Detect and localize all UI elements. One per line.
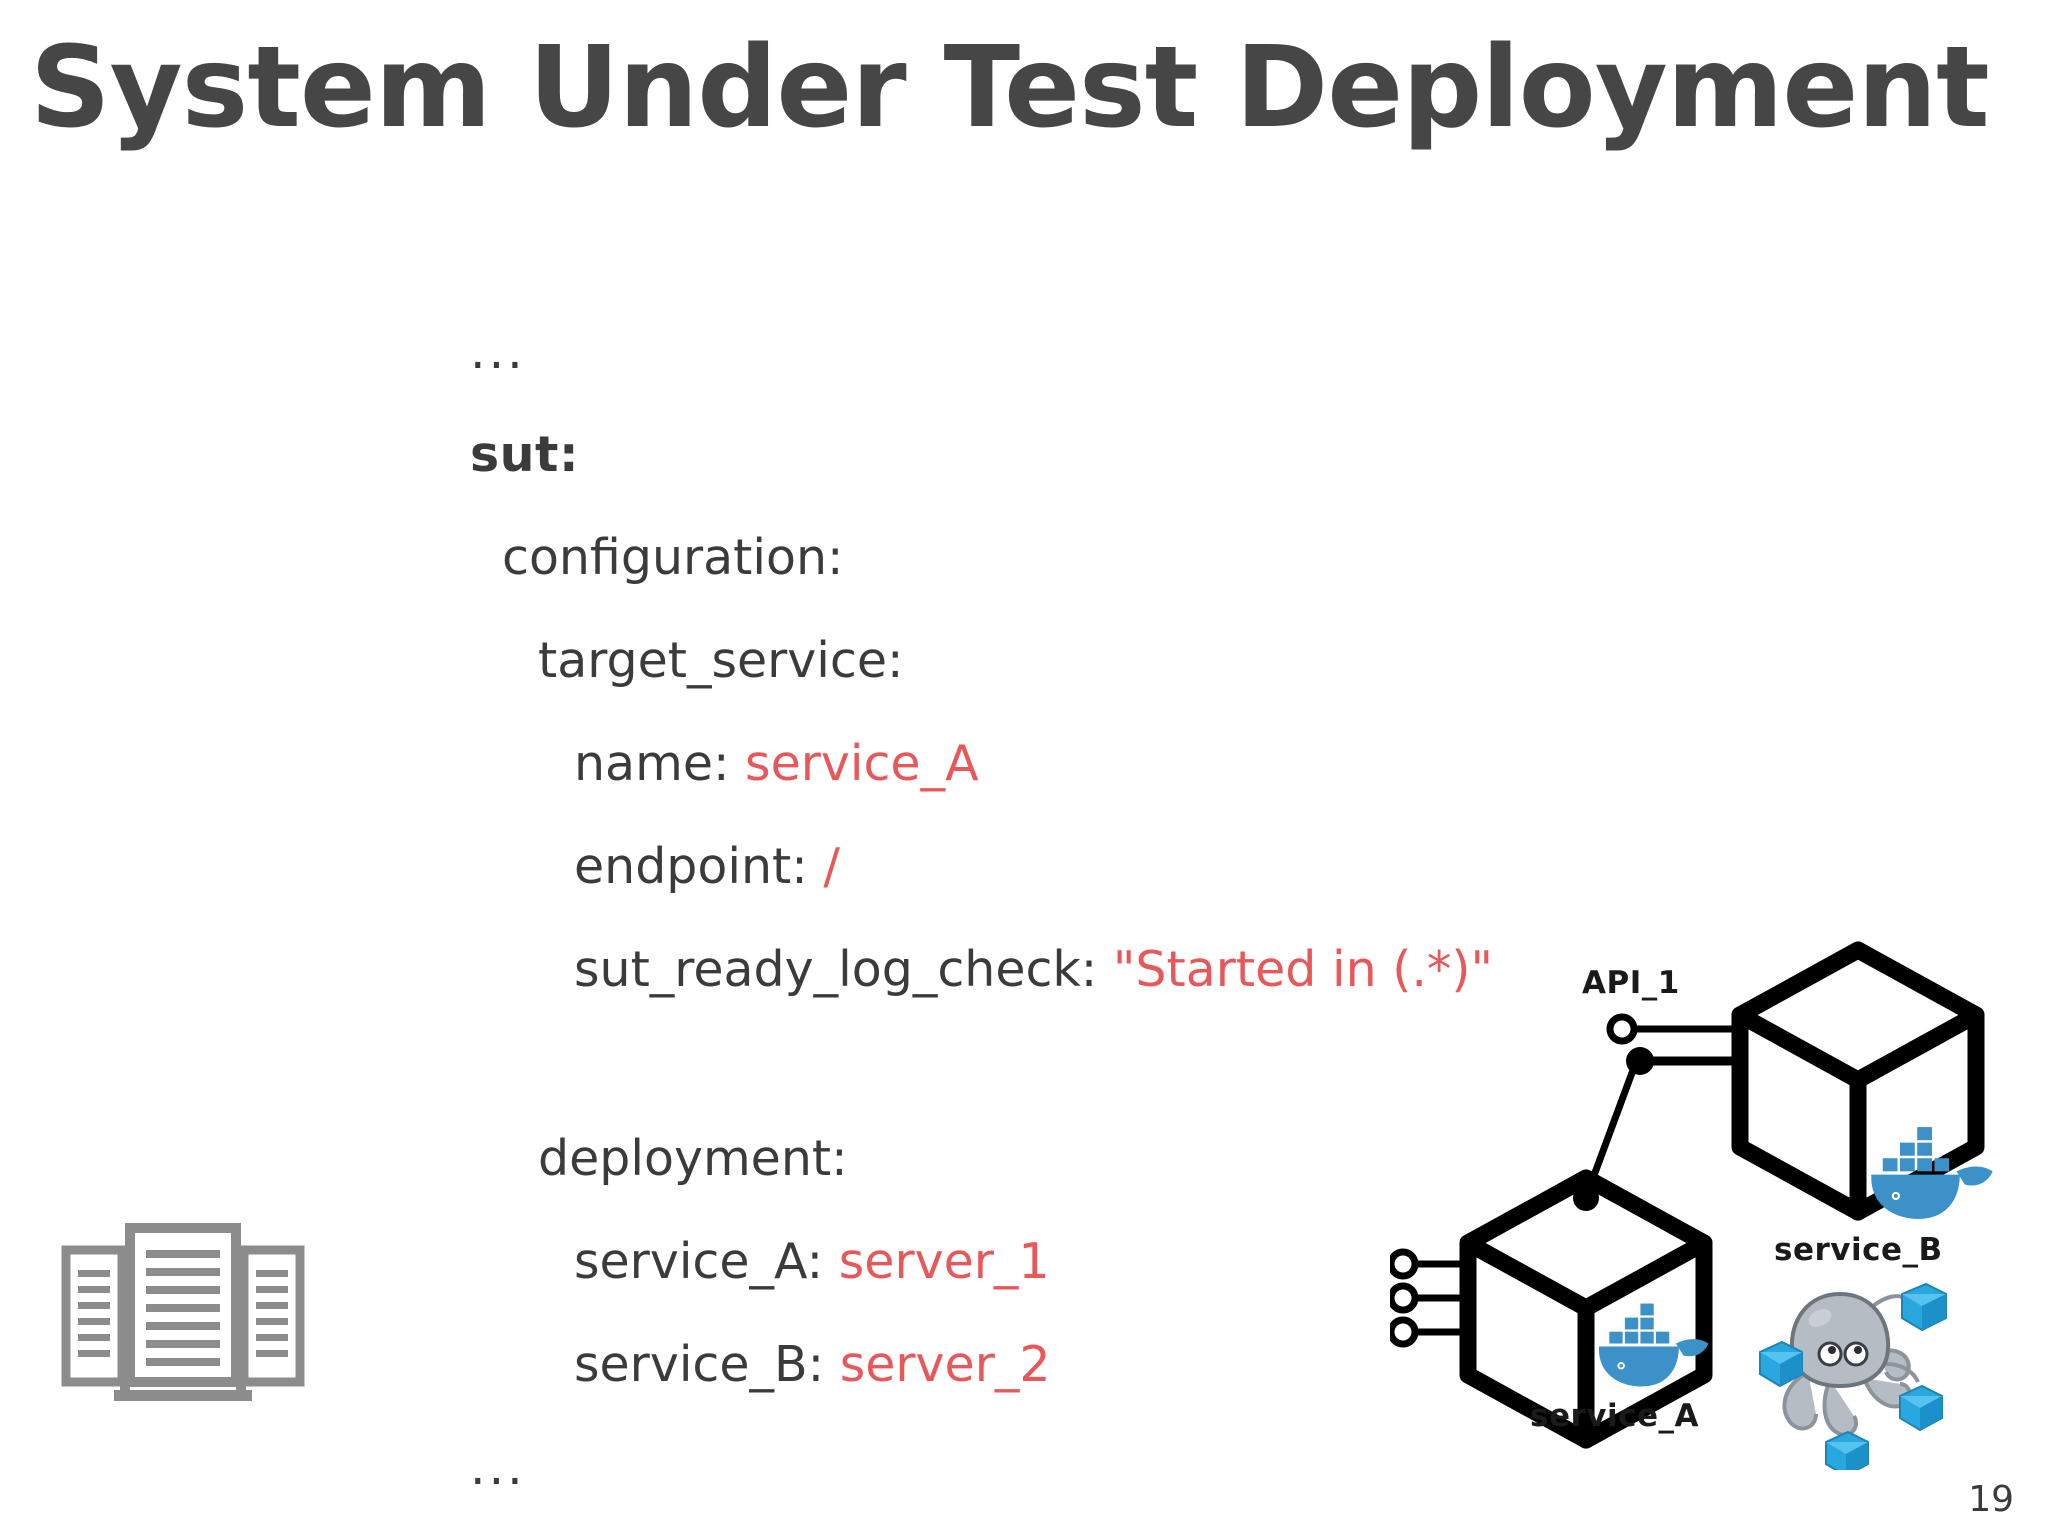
yaml-key: configuration: <box>502 529 844 586</box>
yaml-leading-ellipsis: ... <box>470 323 526 380</box>
yaml-key: sut: <box>470 426 580 483</box>
deployment-diagram: API_1 service_B service_A <box>1387 910 2048 1478</box>
diagram-label-service-a: service_A <box>1530 1398 1699 1434</box>
yaml-line-sut: sut: <box>470 403 1770 506</box>
yaml-line-endpoint: endpoint: / <box>470 815 1770 918</box>
yaml-line-deployment: deployment: <box>470 1107 1770 1210</box>
cube-wireframe-service-b <box>1731 941 1985 1221</box>
page-number: 19 <box>1968 1479 2014 1520</box>
yaml-line-configuration: configuration: <box>470 506 1770 609</box>
hollow-port-icon <box>1606 1013 1638 1045</box>
yaml-line-sut-ready-log-check: sut_ready_log_check: "Started in (.*)" <box>470 918 1770 1021</box>
hollow-port-icon <box>1387 1282 1419 1314</box>
yaml-line-name: name: service_A <box>470 712 1770 815</box>
service-a-port-group <box>1387 1248 1474 1348</box>
diagram-label-api-1: API_1 <box>1582 965 1680 1001</box>
yaml-key: deployment: <box>538 1130 848 1187</box>
docker-whale-icon <box>1871 1127 1993 1219</box>
diagram-label-service-b: service_B <box>1774 1232 1943 1268</box>
hollow-port-icon <box>1387 1248 1419 1280</box>
blue-cube-icon <box>1899 1384 1943 1432</box>
yaml-value: service_A <box>745 735 979 792</box>
yaml-value: / <box>823 838 840 895</box>
yaml-value: server_1 <box>838 1233 1050 1290</box>
page-title: System Under Test Deployment <box>30 23 1990 153</box>
yaml-value: server_2 <box>839 1336 1051 1393</box>
docker-compose-octopus-icon <box>1759 1282 1947 1478</box>
blue-cube-icon <box>1901 1282 1947 1332</box>
yaml-value: "Started in (.*)" <box>1112 941 1494 998</box>
yaml-key: service_B: <box>574 1336 840 1393</box>
server-rack-icon <box>58 1222 308 1417</box>
yaml-key: service_A: <box>574 1233 839 1290</box>
cube-wireframe-service-a <box>1459 1169 1713 1449</box>
hollow-port-icon <box>1387 1316 1419 1348</box>
blue-cube-icon <box>1825 1430 1869 1478</box>
filled-port-icon <box>1626 1047 1654 1075</box>
docker-whale-icon <box>1598 1303 1709 1387</box>
yaml-line-service-b: service_B: server_2 <box>470 1313 1770 1416</box>
yaml-line-service-a: service_A: server_1 <box>470 1210 1770 1313</box>
yaml-key: target_service: <box>538 632 904 689</box>
yaml-line-target-service: target_service: <box>470 609 1770 712</box>
yaml-trailing-ellipsis: ... <box>470 1439 526 1496</box>
blue-cube-icon <box>1759 1340 1803 1388</box>
yaml-key: sut_ready_log_check: <box>574 941 1113 998</box>
filled-port-icon <box>1573 1185 1599 1211</box>
yaml-key: name: <box>574 735 746 792</box>
yaml-config-block: ... sut: configuration: target_service: … <box>470 300 1770 1519</box>
yaml-key: endpoint: <box>574 838 824 895</box>
